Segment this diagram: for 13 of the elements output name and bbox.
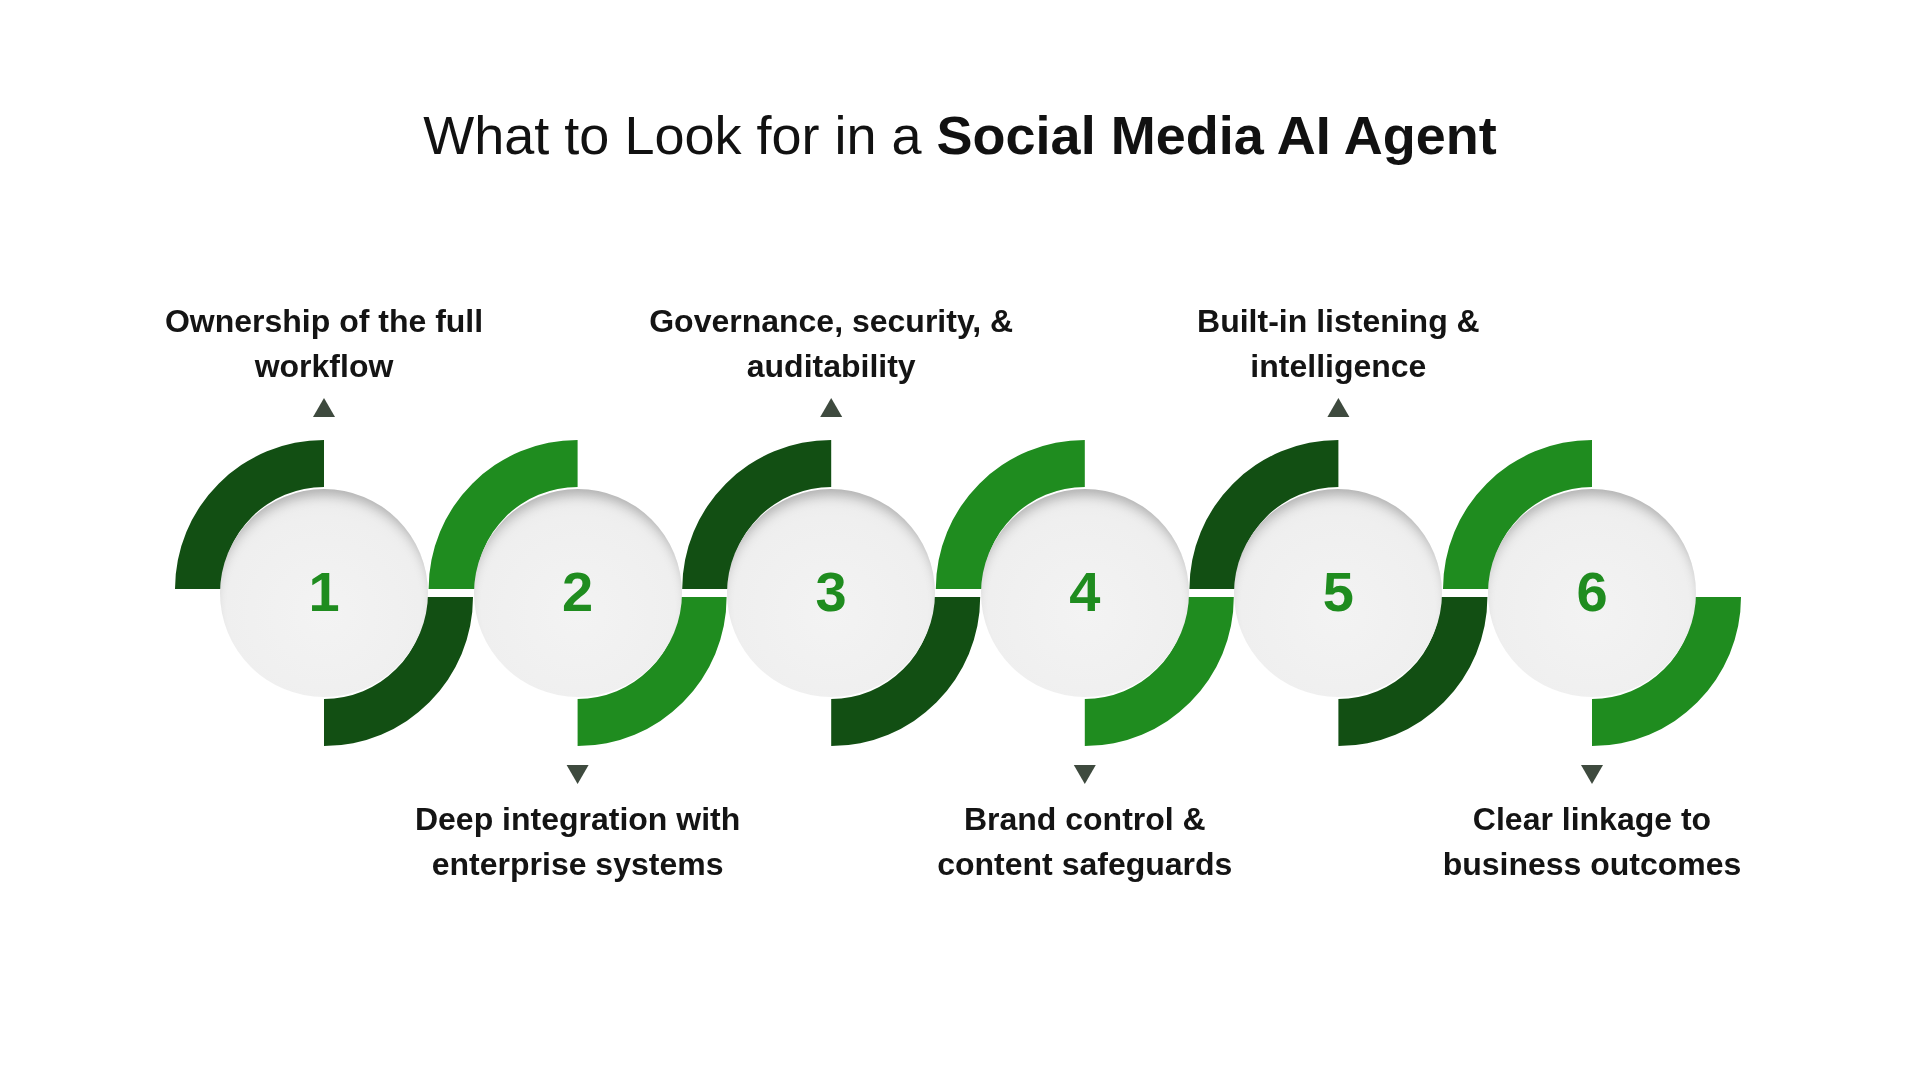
step-label: Brand control & content safeguards bbox=[936, 800, 1234, 884]
step-label: Governance, security, & auditability bbox=[648, 302, 1015, 386]
step-label: Deep integration with enterprise systems bbox=[413, 800, 742, 884]
step-number: 4 bbox=[1068, 559, 1102, 625]
step-label: Ownership of the full workflow bbox=[164, 302, 484, 386]
title: What to Look for in a Social Media AI Agent bbox=[422, 104, 1498, 166]
step-label: Clear linkage to business outcomes bbox=[1441, 800, 1743, 884]
step-number: 3 bbox=[814, 559, 848, 625]
step-number: 6 bbox=[1575, 559, 1609, 625]
step-label: Built-in listening & intelligence bbox=[1196, 302, 1481, 386]
step-number: 5 bbox=[1321, 559, 1355, 625]
step-number: 1 bbox=[307, 559, 341, 625]
step-number: 2 bbox=[561, 559, 595, 625]
